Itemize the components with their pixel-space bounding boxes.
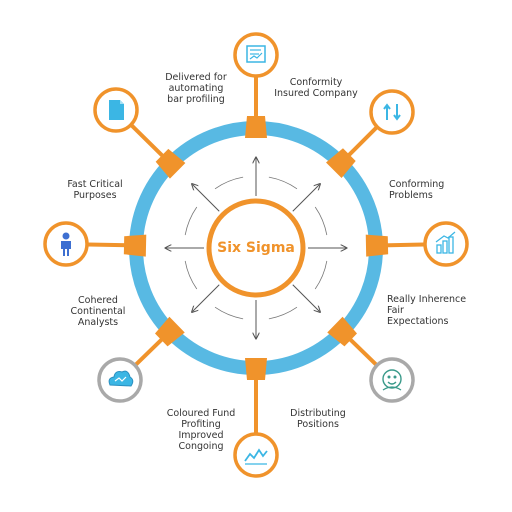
cloud-icon (108, 370, 134, 387)
inner-arc (184, 260, 198, 290)
line-chart-icon (244, 448, 268, 465)
spoke-line (87, 242, 130, 248)
ring-connector (245, 116, 267, 138)
face-icon (382, 369, 402, 391)
ring-connector (245, 358, 267, 380)
label-upper-left: Delivered for automating bar profiling (165, 72, 227, 105)
inner-arc (268, 176, 298, 190)
ring-connector (123, 234, 147, 257)
ring-connector (155, 148, 186, 179)
ring-connector (365, 234, 389, 257)
inner-arc (314, 260, 328, 290)
inner-arc (268, 306, 298, 320)
label-upper-right: Conformity Insured Company (274, 77, 358, 99)
node-right (423, 221, 469, 267)
node-left (43, 221, 89, 267)
inner-arc (214, 306, 244, 320)
center-title: Six Sigma (217, 240, 295, 256)
inner-arc (314, 206, 328, 236)
spoke-line (344, 126, 378, 160)
spoke-line (382, 242, 425, 248)
inner-arrow (192, 184, 220, 212)
ring-connector (326, 148, 356, 178)
ring-connector (155, 316, 185, 347)
label-bottom-right: Distributing Positions (290, 408, 346, 430)
node-lower-left (97, 357, 143, 403)
document-icon (109, 100, 124, 120)
node-upper-left (93, 87, 139, 133)
label-right: Conforming Problems (389, 179, 445, 201)
node-bottom (233, 432, 279, 478)
node-lower-right (369, 357, 415, 403)
arrows-swap-icon (383, 103, 401, 121)
inner-arc (214, 176, 244, 190)
spoke-line (345, 335, 378, 367)
spoke-line (130, 124, 167, 161)
center-circle (206, 198, 306, 298)
label-left: Fast Critical Purposes (67, 179, 123, 201)
ring-connector (327, 316, 357, 347)
document-chart-icon (246, 45, 266, 63)
spoke-line (134, 335, 167, 367)
label-bottom-left: Coloured Fund Profiting Improved Congoin… (166, 408, 236, 452)
bar-chart-icon (435, 231, 456, 254)
inner-arrow (292, 284, 320, 312)
inner-arc (184, 206, 198, 236)
node-upper-right (369, 89, 415, 135)
label-lower-left: Cohered Continental Analysts (70, 295, 126, 328)
node-top (233, 32, 279, 78)
inner-arrow (192, 284, 220, 312)
inner-arrow (292, 184, 320, 212)
person-icon (61, 232, 71, 256)
label-lower-right: Really Inherence Fair Expectations (387, 294, 467, 327)
